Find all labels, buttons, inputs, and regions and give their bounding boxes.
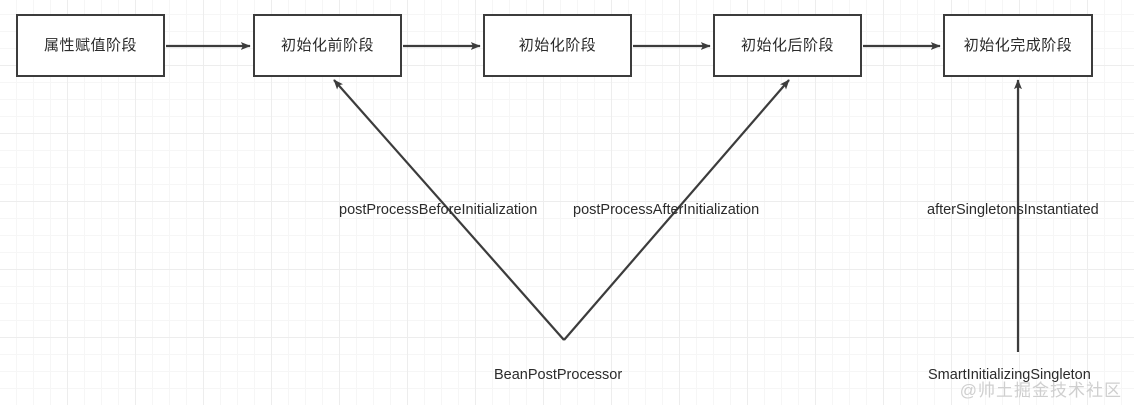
node-pre-initialization-phase[interactable]: 初始化前阶段 <box>253 14 402 77</box>
node-label: 属性赋值阶段 <box>43 36 137 54</box>
node-label: 初始化阶段 <box>518 36 597 54</box>
node-label: 初始化前阶段 <box>280 36 374 54</box>
node-property-population-phase[interactable]: 属性赋值阶段 <box>16 14 165 77</box>
node-label: 初始化后阶段 <box>740 36 834 54</box>
node-initialization-complete-phase[interactable]: 初始化完成阶段 <box>943 14 1093 77</box>
actor-label-bean-post-processor: BeanPostProcessor <box>494 367 623 383</box>
actor-label-smart-initializing-singleton: SmartInitializingSingleton <box>928 367 1091 383</box>
edge-label-post-process-before-initialization: postProcessBeforeInitialization <box>339 202 538 218</box>
edge-label-after-singletons-instantiated: afterSingletonsInstantiated <box>927 202 1099 218</box>
node-post-initialization-phase[interactable]: 初始化后阶段 <box>713 14 862 77</box>
edge-label-post-process-after-initialization: postProcessAfterInitialization <box>573 202 760 218</box>
node-label: 初始化完成阶段 <box>963 36 1073 54</box>
watermark: @帅土掘金技术社区 <box>959 381 1122 400</box>
node-initialization-phase[interactable]: 初始化阶段 <box>483 14 632 77</box>
